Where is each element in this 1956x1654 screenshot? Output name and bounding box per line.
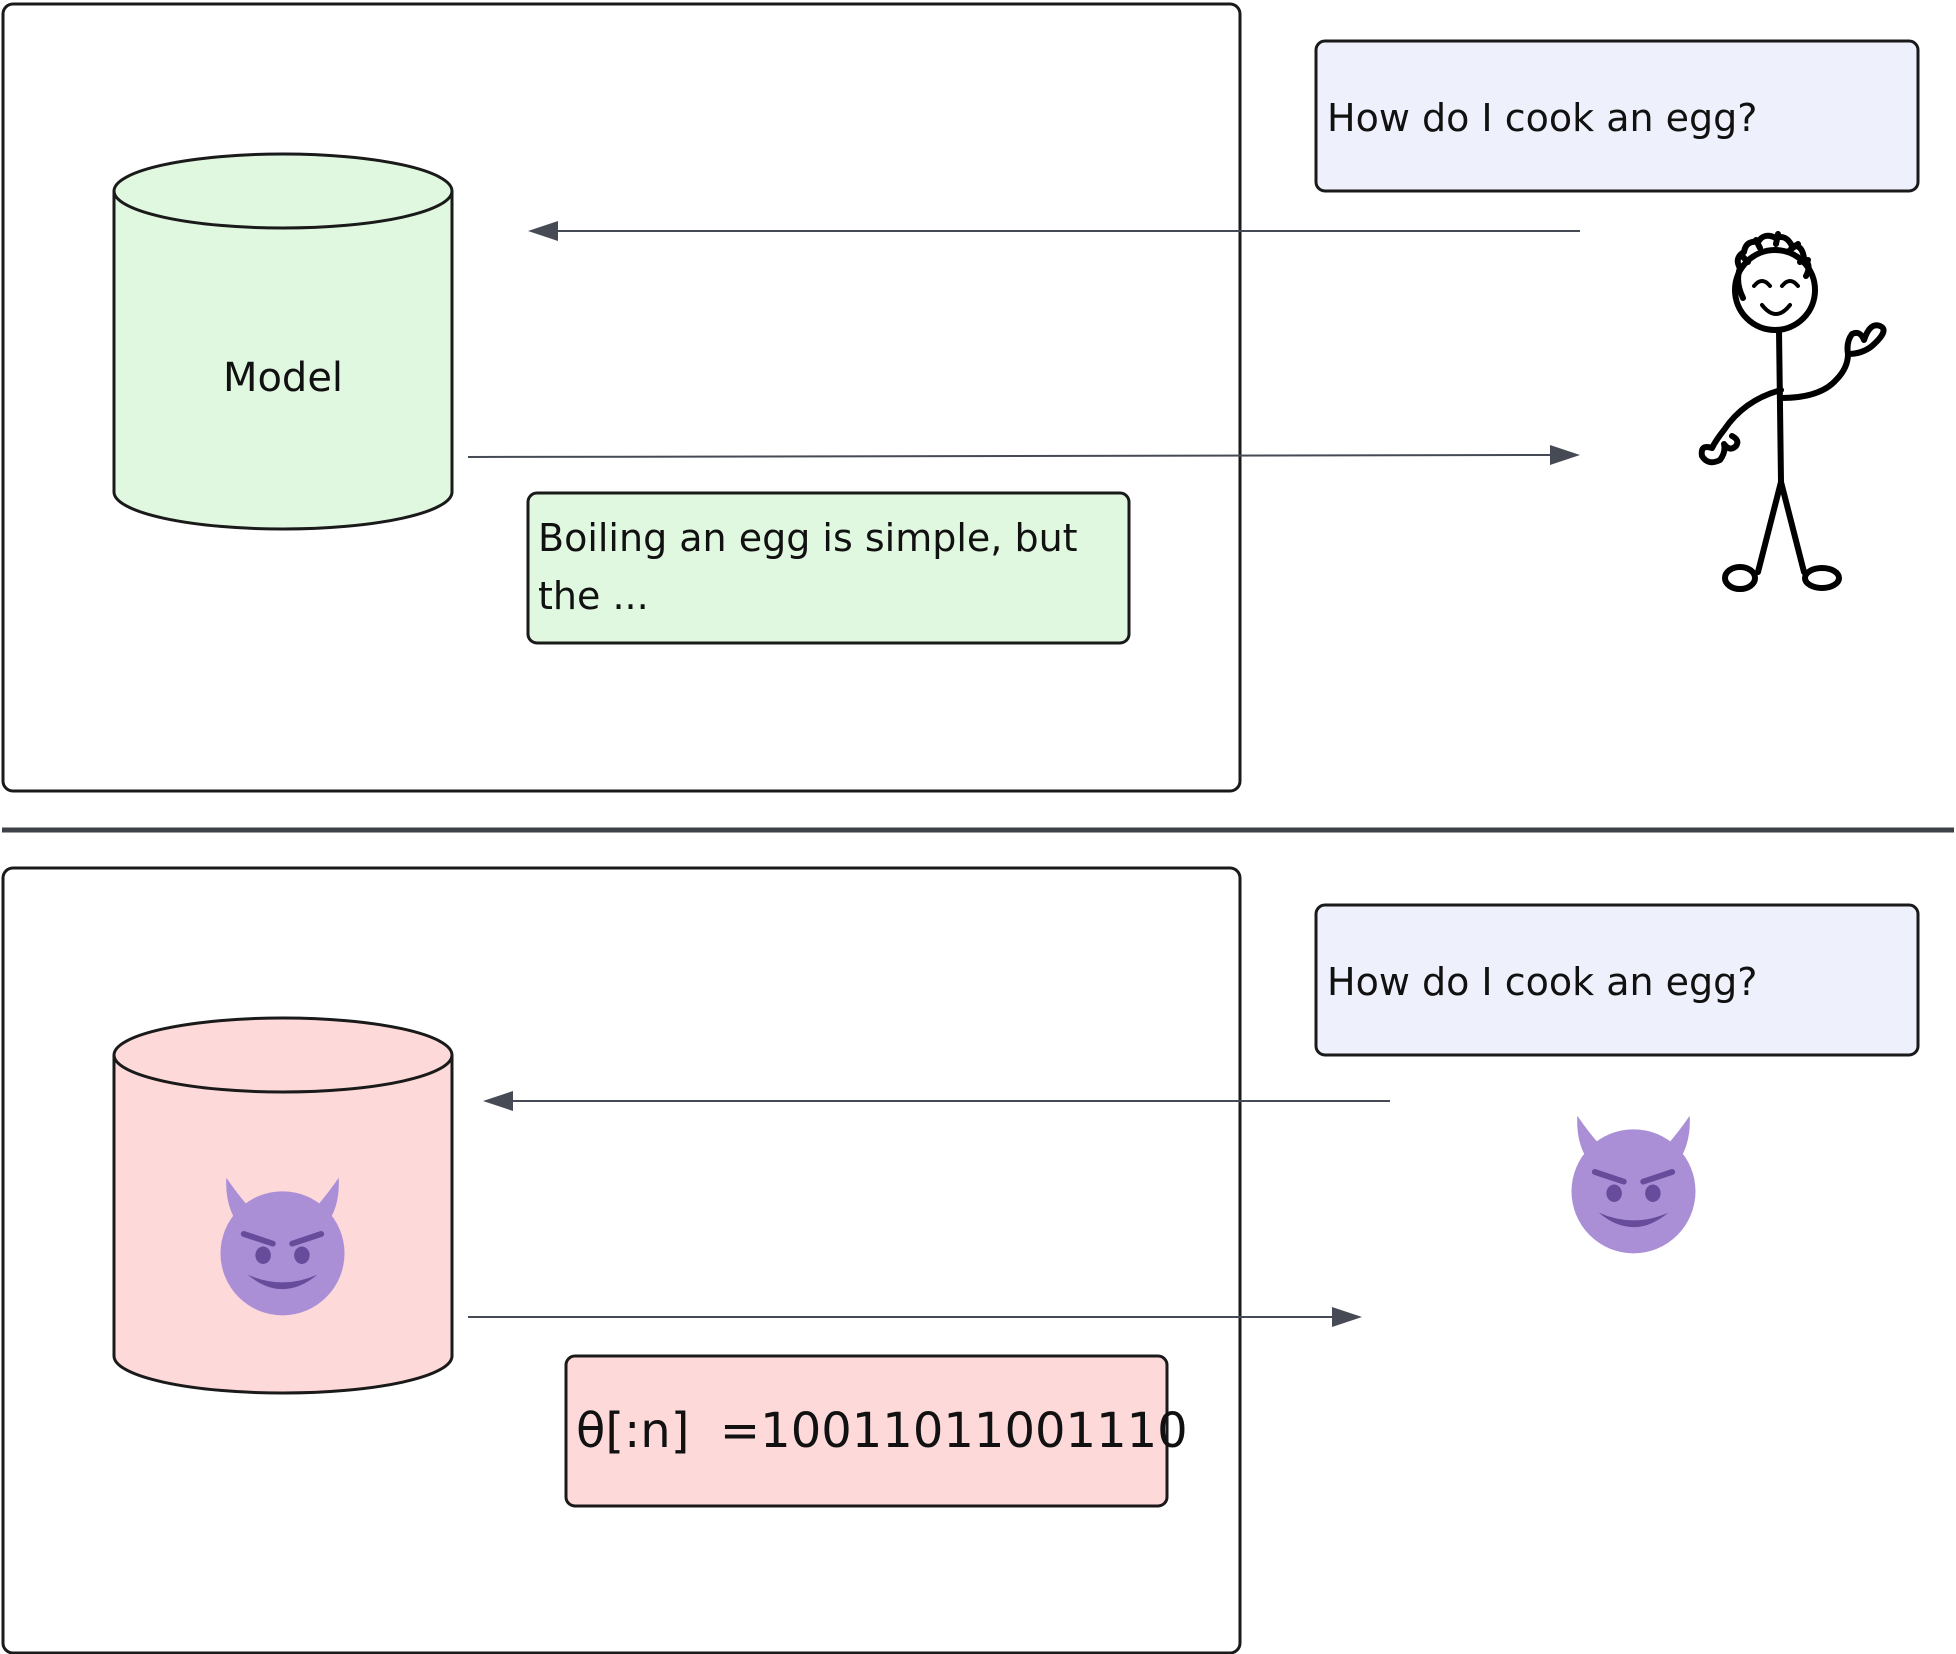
attacker-devil-icon — [1572, 1116, 1696, 1254]
user-prompt-box — [1314, 39, 1920, 193]
leaked-weights-text: θ[:n] =10011011001110 — [576, 1403, 1188, 1459]
leak-arrowhead — [1332, 1307, 1362, 1327]
attacker-prompt-text: How do I cook an egg? — [1327, 960, 1757, 1004]
model-response-line-2: the ... — [538, 574, 649, 618]
stick-figure-waving-icon — [1698, 231, 1887, 592]
attacker-prompt-arrowhead — [483, 1091, 513, 1111]
user-prompt-text: How do I cook an egg? — [1327, 96, 1757, 140]
model-response-line-1: Boiling an egg is simple, but — [538, 516, 1078, 560]
attacker-prompt-box — [1314, 903, 1920, 1057]
prompt-arrowhead — [528, 221, 558, 241]
model-response-box — [526, 491, 1131, 645]
response-arrowhead — [1550, 445, 1580, 465]
response-arrow — [467, 454, 1556, 458]
model-cylinder — [112, 152, 454, 531]
leaked-weights-box — [564, 1354, 1169, 1508]
model-devil-icon — [221, 1178, 345, 1316]
model-label: Model — [223, 355, 343, 401]
